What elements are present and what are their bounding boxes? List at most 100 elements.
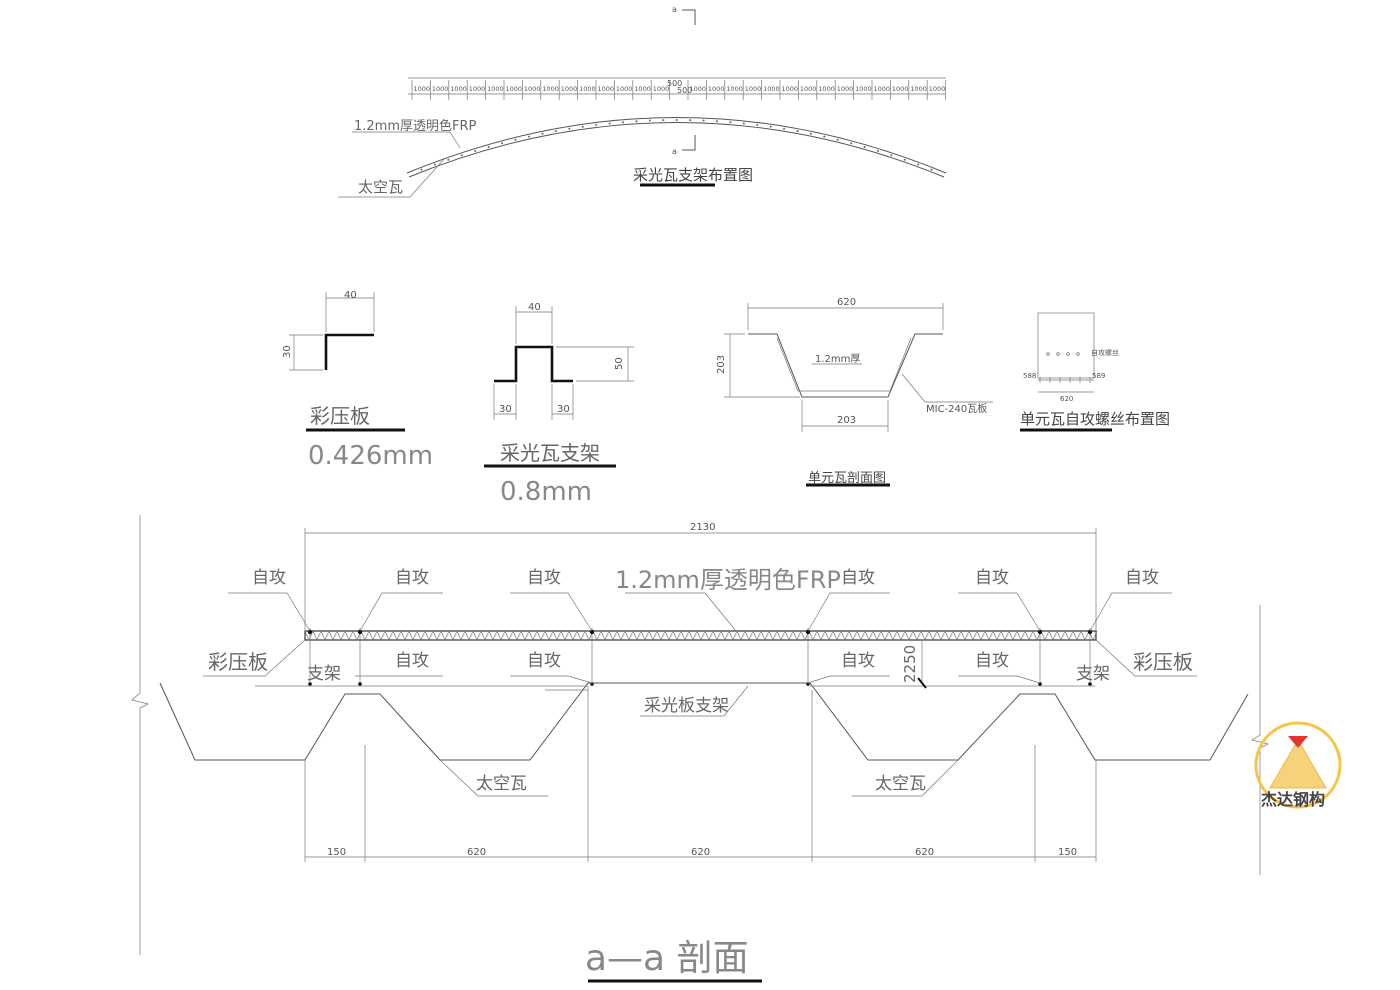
dim-1000: 1000 <box>818 85 835 93</box>
arch-dot <box>930 168 933 171</box>
leader-steel-right <box>1095 639 1197 677</box>
arch-plan-title: 采光瓦支架布置图 <box>633 166 753 184</box>
leader-self-tap-1 <box>228 592 311 632</box>
arch-dot <box>769 125 772 128</box>
arch-dot <box>903 158 906 161</box>
dim-1000: 1000 <box>487 85 504 93</box>
detail-screw-layout: 自攻螺丝 588 589 620 单元瓦自攻螺丝布置图 <box>1020 312 1170 432</box>
leader-steel-left <box>203 639 306 677</box>
arch-dot <box>863 145 866 148</box>
dim-1000: 1000 <box>598 85 615 93</box>
dim-150-right: 150 <box>1058 847 1077 858</box>
leader-self-tap-6 <box>1089 592 1172 632</box>
dim-bottom-ext-lines <box>304 690 1097 862</box>
dim-1000: 1000 <box>910 85 927 93</box>
screw-head-lower <box>358 682 362 686</box>
arch-dot <box>514 138 517 141</box>
detail-unit-tile: 620 203 203 1.2mm厚 MIC-240瓦板 单元瓦剖面图 <box>716 297 993 487</box>
label-self-tap-10: 自攻 <box>975 651 1009 671</box>
dim-unit-h: 203 <box>716 355 727 374</box>
dim-1000: 1000 <box>929 85 946 93</box>
arch-dot <box>554 130 557 133</box>
dim-1000: 1000 <box>561 85 578 93</box>
arch-dot <box>729 121 732 124</box>
detail-hat-bracket: 40 50 30 30 采光瓦支架 0.8mm <box>484 302 634 507</box>
screw-head-lower <box>1088 682 1092 686</box>
arch-dot <box>876 149 879 152</box>
dim-unit-top: 620 <box>837 297 856 308</box>
label-tile: 太空瓦 <box>358 178 403 196</box>
arch-dot <box>635 120 638 123</box>
hat-profile <box>494 345 573 383</box>
dim-hat-fl: 30 <box>499 404 512 415</box>
screw-head-lower <box>1038 682 1042 686</box>
section-cut-mark-top <box>682 9 696 25</box>
arch-dot <box>796 130 799 133</box>
detail-angle: 40 30 彩压板 0.426mm <box>282 290 433 471</box>
dim-1000: 1000 <box>542 85 559 93</box>
arch-dot <box>433 163 436 166</box>
label-self-tap-6: 自攻 <box>1125 568 1159 588</box>
leader-frp <box>352 131 461 149</box>
logo-text: 杰达钢构 <box>1261 790 1325 809</box>
dim-total: 2130 <box>690 522 715 533</box>
label-self-tap-5: 自攻 <box>975 568 1009 588</box>
label-frp-section: 1.2mm厚透明色FRP <box>615 566 841 594</box>
dim-620-c: 620 <box>915 847 934 858</box>
section-mark-top: a <box>672 5 677 14</box>
dim-1000: 1000 <box>874 85 891 93</box>
tile-profile-outer <box>159 682 1249 761</box>
dim-ticks <box>411 80 946 100</box>
dim-1000: 1000 <box>634 85 651 93</box>
label-steel-left: 彩压板 <box>208 650 268 674</box>
leader-frp-section <box>625 592 737 632</box>
arch-dot <box>850 142 853 145</box>
screw-head <box>1037 629 1043 635</box>
unit-thick-label: 1.2mm厚 <box>815 353 860 365</box>
arch-dot <box>420 168 423 171</box>
leader-self-tap-10 <box>958 675 1041 684</box>
dim-1000: 1000 <box>579 85 596 93</box>
dim-150-left: 150 <box>327 847 346 858</box>
label-self-tap-8: 自攻 <box>527 651 561 671</box>
break-line-left <box>131 515 150 955</box>
dim-1000: 1000 <box>653 85 670 93</box>
label-steel-right: 彩压板 <box>1133 650 1193 674</box>
screw-dot <box>1066 352 1070 356</box>
dim-1000: 1000 <box>524 85 541 93</box>
dim-hat-fr: 30 <box>557 404 570 415</box>
screw-head <box>307 629 313 635</box>
arch-dot <box>809 132 812 135</box>
arch-dot <box>608 122 611 125</box>
unit-tile-title: 单元瓦剖面图 <box>808 471 886 486</box>
screw-dot <box>1056 352 1060 356</box>
dim-angle-w: 40 <box>344 290 357 301</box>
leader-self-tap-3 <box>510 592 593 632</box>
arch-dot <box>460 154 463 157</box>
arch-dot <box>447 158 450 161</box>
dim-1000: 1000 <box>763 85 780 93</box>
leader-self-tap-2 <box>359 592 443 632</box>
dim-1000: 1000 <box>745 85 762 93</box>
label-bracket-left: 支架 <box>307 664 341 684</box>
dim-1000: 1000 <box>432 85 449 93</box>
dim-hat-h: 50 <box>614 357 625 370</box>
arch-dot <box>675 119 678 121</box>
screw-head <box>357 629 363 635</box>
label-self-tap-1: 自攻 <box>252 568 286 588</box>
section-title: a—a 剖面 <box>585 938 749 979</box>
arch-dot <box>702 119 705 122</box>
dim-unit-bottom: 203 <box>837 415 856 426</box>
label-tile-left: 太空瓦 <box>476 774 527 794</box>
leader-tile-left <box>439 759 548 797</box>
label-frp: 1.2mm厚透明色FRP <box>354 118 477 134</box>
steel-label: 彩压板 <box>310 404 370 428</box>
dim-screw-589: 589 <box>1092 372 1105 380</box>
bracket-thickness: 0.8mm <box>500 477 592 507</box>
arch-dot <box>783 127 786 130</box>
arch-dot <box>716 120 719 123</box>
leader-unit-model <box>901 373 993 403</box>
arch-dot <box>648 119 651 122</box>
label-bracket-plate: 采光板支架 <box>644 696 729 716</box>
